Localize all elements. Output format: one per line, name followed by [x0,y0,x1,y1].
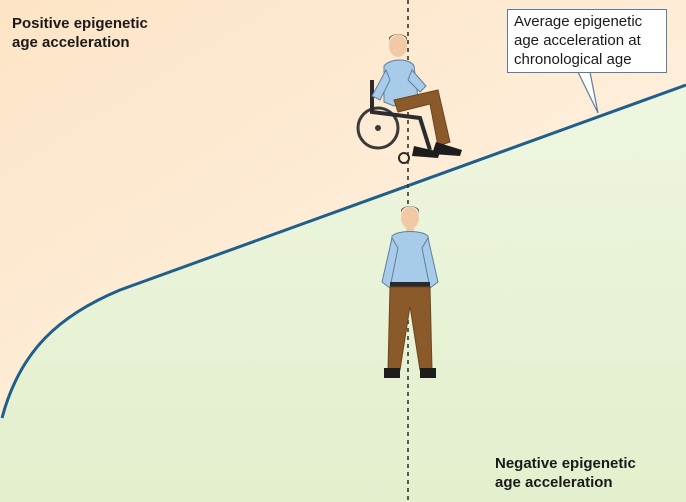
average-trend-line [0,83,686,419]
negative-region [0,85,686,502]
positive-acceleration-label: Positive epigenetic age acceleration [12,15,148,51]
person-in-wheelchair-icon [356,34,462,164]
negative-acceleration-label: Negative epigenetic age acceleration [495,455,636,491]
callout-pointer [577,71,599,114]
standing-person-icon [381,206,439,378]
positive-region [0,0,686,420]
average-acceleration-callout: Average epigenetic age acceleration at c… [507,9,667,73]
